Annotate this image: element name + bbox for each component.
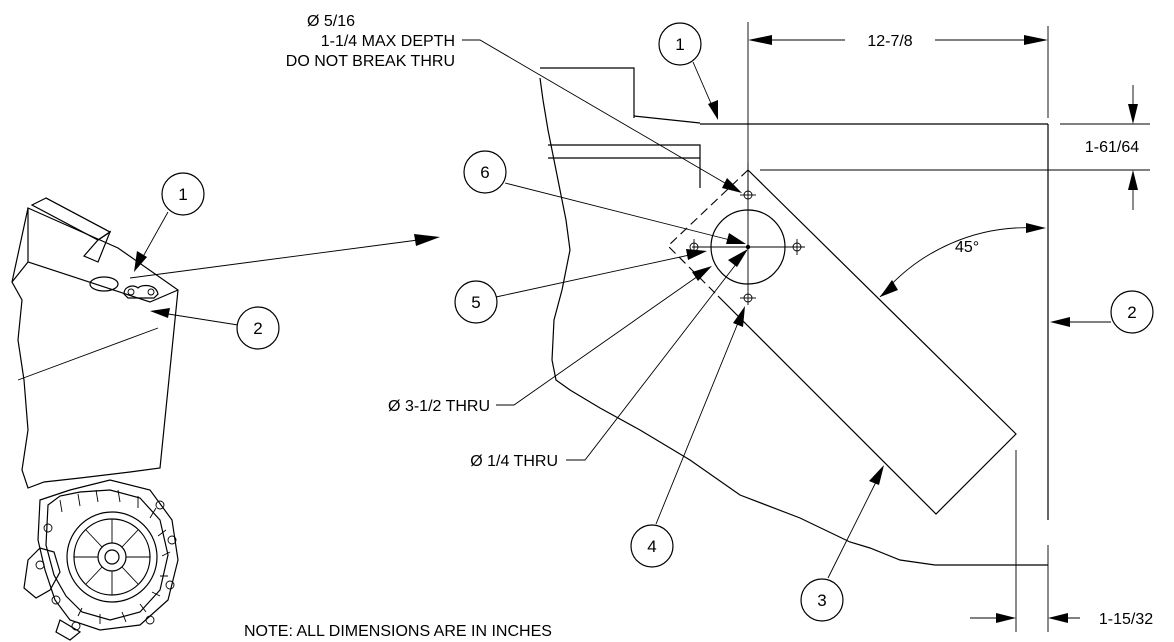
track-wheel-assembly: [23, 479, 179, 641]
callout-line-3: DO NOT BREAK THRU: [286, 53, 455, 70]
hole-callout-1-4: Ø 1/4 THRU: [470, 453, 558, 470]
balloon-label: 2: [1127, 303, 1136, 322]
item-balloon-4: 4: [630, 524, 674, 568]
dimension-1-15-32: 1-15/32: [1099, 611, 1153, 628]
item-balloon-1-left: 1: [161, 172, 205, 216]
hole-callout-3-1-2: Ø 3-1/2 THRU: [388, 398, 490, 415]
item-balloon-2-right: 2: [1110, 290, 1154, 334]
leader-lines: [134, 39, 1111, 579]
item-balloon-2-left: 2: [236, 306, 280, 350]
balloon-label: 1: [178, 185, 187, 204]
item-balloon-3: 3: [800, 578, 844, 622]
item-balloon-1-top: 1: [658, 22, 702, 66]
item-balloon-6: 6: [463, 150, 507, 194]
balloon-label: 1: [675, 35, 684, 54]
balloon-label: 3: [817, 591, 826, 610]
balloon-label: 5: [471, 293, 480, 312]
callout-line-1: Ø 5/16: [307, 13, 355, 30]
balloon-label: 2: [253, 319, 262, 338]
hole-callout-5-16: Ø 5/16 1-1/4 MAX DEPTH DO NOT BREAK THRU: [286, 13, 455, 70]
balloon-label: 4: [647, 537, 656, 556]
callout-line-2: 1-1/4 MAX DEPTH: [321, 33, 455, 50]
dimension-angle-45: 45°: [955, 239, 979, 256]
dimension-1-61-64: 1-61/64: [1085, 139, 1139, 156]
dimension-12-7-8: 12-7/8: [867, 33, 912, 50]
balloon-label: 6: [480, 163, 489, 182]
units-note: NOTE: ALL DIMENSIONS ARE IN INCHES: [244, 623, 552, 640]
machine-isometric-view: [11, 197, 440, 641]
detail-view: [539, 22, 1150, 632]
item-balloon-5: 5: [454, 280, 498, 324]
